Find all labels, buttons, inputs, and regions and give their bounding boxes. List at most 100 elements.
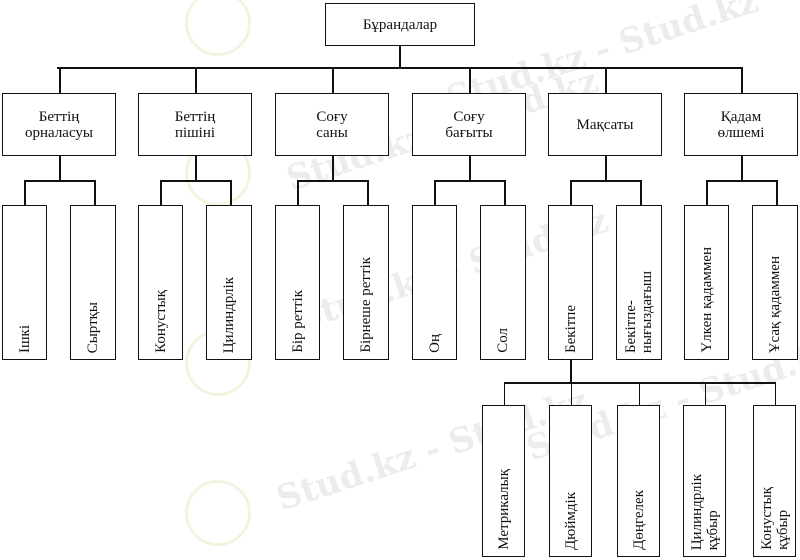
watermark-text: Stud.kz - Stud.kz — [271, 380, 593, 520]
leaf-node: Ішкі — [2, 205, 47, 360]
connector-line — [399, 46, 401, 68]
leaf-node: Үлкен қадаммен — [684, 205, 729, 360]
leaf-node: Бекітпе — [548, 205, 593, 360]
connector-line — [160, 180, 162, 205]
connector-line — [469, 67, 471, 93]
subcategory-node: Метрикалық — [482, 405, 525, 557]
leaf-node-text: Конустық — [153, 290, 169, 353]
leaf-node: Цилиндрлік — [206, 205, 252, 360]
leaf-node-text: Ішкі — [17, 325, 33, 353]
leaf-node: Сол — [480, 205, 526, 360]
connector-line — [605, 67, 607, 93]
leaf-node: Оң — [412, 205, 457, 360]
connector-line — [195, 67, 197, 93]
connector-line — [160, 180, 232, 182]
leaf-node: Бір реттік — [275, 205, 320, 360]
connector-line — [297, 180, 299, 205]
leaf-node-text: Бір реттік — [290, 290, 306, 353]
subcategory-node-label: Конустық — [758, 487, 775, 550]
leaf-node-text: Үлкен қадаммен — [699, 247, 715, 353]
subcategory-node-label: Дөңгелек — [630, 490, 647, 550]
root-node-label: Бұрандалар — [362, 16, 438, 33]
leaf-node-text: Бекітпе — [563, 305, 579, 353]
connector-line — [640, 180, 642, 205]
connector-line — [504, 180, 506, 205]
connector-line — [59, 67, 61, 93]
connector-line — [774, 382, 776, 405]
root-node: Бұрандалар — [325, 3, 475, 46]
leaf-node-label: Ішкі — [16, 324, 33, 353]
leaf-node-label: Оң — [426, 334, 443, 353]
watermark-logo-icon — [185, 0, 251, 56]
leaf-node-label: Цилиндрлік — [221, 276, 237, 353]
category-node-label: бағыты — [445, 124, 493, 141]
connector-line — [297, 180, 369, 182]
leaf-node-text: Бекітпе-нығыздағыш — [623, 271, 655, 353]
connector-line — [704, 382, 706, 405]
subcategory-node: Дөңгелек — [617, 405, 660, 557]
category-node: Мақсаты — [548, 93, 662, 156]
subcategory-node: Дюймдік — [549, 405, 592, 557]
connector-line — [570, 180, 642, 182]
connector-line — [434, 180, 436, 205]
category-node-label: Мақсаты — [576, 116, 634, 133]
connector-line — [570, 180, 572, 205]
leaf-node-text: Бірнеше реттік — [358, 257, 374, 353]
category-node-label: Соғу — [453, 108, 485, 125]
subcategory-node-label: Дюймдік — [562, 491, 579, 550]
leaf-node-text: Сол — [495, 328, 511, 353]
connector-line — [367, 180, 369, 205]
leaf-node-text: Ұсақ қадаммен — [767, 256, 783, 353]
category-node-label: Беттің — [174, 108, 216, 125]
connector-line — [59, 156, 61, 180]
connector-line — [332, 156, 334, 180]
leaf-node-label: Бекітпе — [562, 305, 579, 353]
category-node-label: Қадам — [720, 108, 762, 125]
leaf-node-label: Ұсақ қадаммен — [767, 255, 783, 353]
leaf-node-text: Сыртқы — [85, 302, 101, 353]
leaf-node-label: Бірнеше реттік — [358, 257, 374, 353]
leaf-node: Бірнеше реттік — [343, 205, 389, 360]
connector-line — [741, 67, 743, 93]
leaf-node-label: Үлкен қадаммен — [698, 247, 715, 353]
subcategory-node-label: Метрикалық — [495, 469, 512, 550]
subcategory-node-label: құбыр — [704, 510, 721, 550]
leaf-node-label: нығыздағыш — [639, 270, 655, 353]
leaf-node: Бекітпе-нығыздағыш — [616, 205, 662, 360]
connector-line — [503, 382, 505, 405]
category-node-label: пішіні — [174, 124, 216, 141]
subcategory-node-text: Дөңгелек — [631, 490, 647, 550]
leaf-node: Сыртқы — [70, 205, 116, 360]
category-node-label: өлшемі — [717, 124, 765, 141]
category-node-label: орналасуы — [25, 124, 93, 141]
leaf-node: Конустық — [138, 205, 183, 360]
connector-line — [741, 156, 743, 180]
leaf-node-text: Цилиндрлік — [221, 277, 237, 353]
connector-line — [469, 156, 471, 180]
leaf-node-label: Сол — [495, 328, 511, 353]
subcategory-node-label: құбыр — [774, 510, 791, 550]
leaf-node-label: Бекітпе- — [623, 300, 639, 353]
connector-line — [230, 180, 232, 205]
category-bus-line — [57, 67, 742, 69]
watermark-logo-icon — [185, 480, 251, 546]
connector-line — [24, 180, 96, 182]
subcategory-node-label: Цилиндрлік — [688, 473, 705, 550]
category-node-label: саны — [316, 124, 348, 141]
leaf-node-text: Оң — [427, 334, 443, 353]
connector-line — [24, 180, 26, 205]
leaf-node-label: Сыртқы — [85, 301, 101, 353]
connector-line — [94, 180, 96, 205]
subcategory-node-text: Дюймдік — [563, 492, 579, 550]
connector-line — [638, 382, 640, 405]
connector-line — [706, 180, 778, 182]
